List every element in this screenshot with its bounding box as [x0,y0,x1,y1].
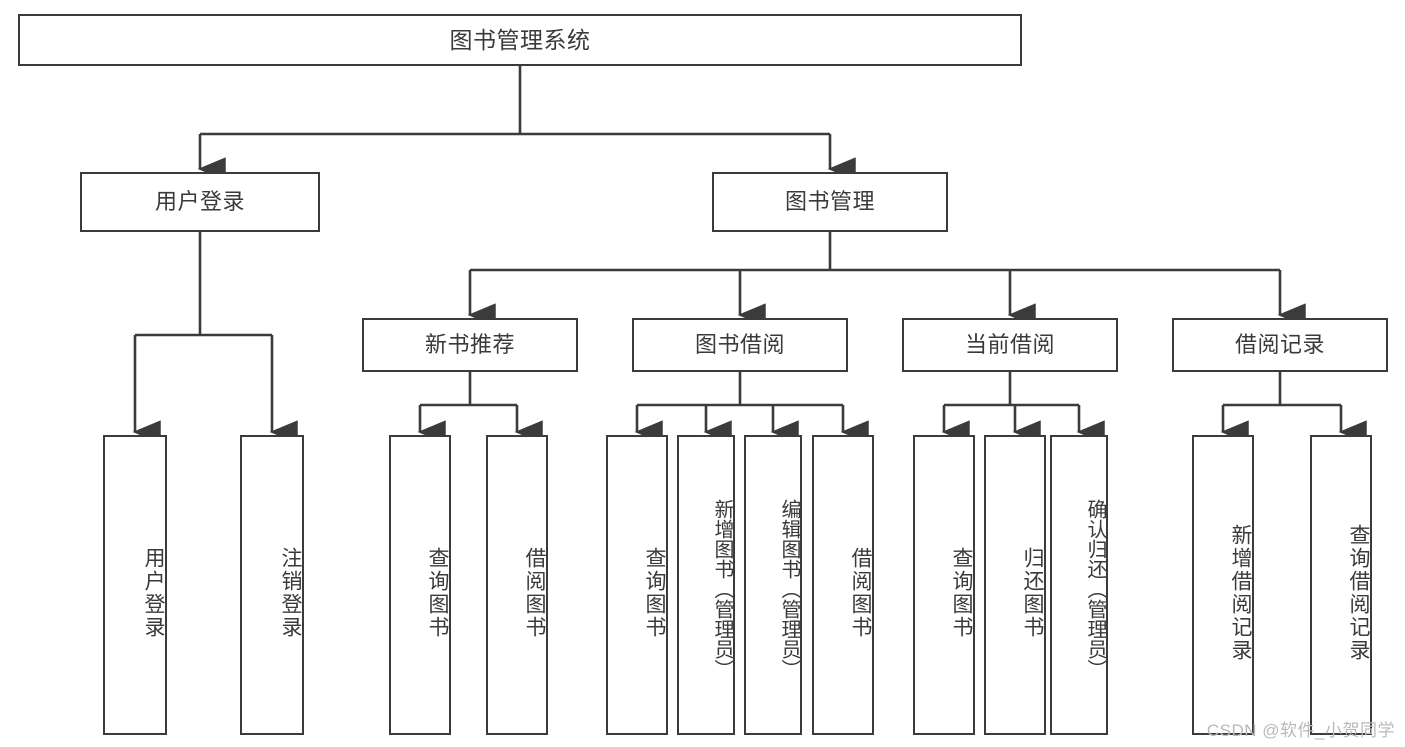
node-leaf-query-book-3-label: 查询图书 [950,547,973,639]
node-leaf-query-book-1-label: 查询图书 [426,547,449,639]
node-leaf-query-book-2[interactable]: 查询图书 [606,435,668,735]
node-leaf-borrow-book-1[interactable]: 借阅图书 [486,435,548,735]
node-leaf-query-record[interactable]: 查询借阅记录 [1310,435,1372,735]
node-root-label: 图书管理系统 [449,26,591,53]
node-borrow-record[interactable]: 借阅记录 [1172,318,1388,372]
node-leaf-query-record-label: 查询借阅记录 [1347,524,1370,662]
node-current-borrow-label: 当前借阅 [964,332,1055,358]
node-leaf-borrow-book-1-label: 借阅图书 [523,547,546,639]
node-leaf-edit-book-label: 编辑图书（管理员） [778,499,800,679]
node-leaf-add-book-label: 新增图书（管理员） [711,499,733,679]
node-book-borrow-label: 图书借阅 [694,332,785,358]
node-leaf-user-login[interactable]: 用户登录 [103,435,167,735]
node-leaf-confirm-return[interactable]: 确认归还（管理员） [1050,435,1108,735]
node-root[interactable]: 图书管理系统 [18,14,1022,66]
node-leaf-query-book-3[interactable]: 查询图书 [913,435,975,735]
node-user-login[interactable]: 用户登录 [80,172,320,232]
node-leaf-add-record-label: 新增借阅记录 [1229,524,1252,662]
node-leaf-return-book-label: 归还图书 [1021,547,1044,639]
node-leaf-add-book[interactable]: 新增图书（管理员） [677,435,735,735]
node-new-book-recommend[interactable]: 新书推荐 [362,318,578,372]
node-leaf-user-login-label: 用户登录 [142,547,165,639]
watermark-text: CSDN @软件_小贺同学 [1206,721,1395,740]
node-leaf-borrow-book-2[interactable]: 借阅图书 [812,435,874,735]
node-new-book-recommend-label: 新书推荐 [424,332,515,358]
node-user-login-label: 用户登录 [154,189,245,215]
node-leaf-logout[interactable]: 注销登录 [240,435,304,735]
node-leaf-add-record[interactable]: 新增借阅记录 [1192,435,1254,735]
node-leaf-borrow-book-2-label: 借阅图书 [849,547,872,639]
node-book-manage[interactable]: 图书管理 [712,172,948,232]
node-leaf-confirm-return-label: 确认归还（管理员） [1084,499,1106,679]
node-leaf-query-book-2-label: 查询图书 [643,547,666,639]
node-leaf-query-book-1[interactable]: 查询图书 [389,435,451,735]
node-leaf-return-book[interactable]: 归还图书 [984,435,1046,735]
node-borrow-record-label: 借阅记录 [1234,332,1325,358]
node-book-borrow[interactable]: 图书借阅 [632,318,848,372]
node-leaf-logout-label: 注销登录 [279,547,302,639]
node-leaf-edit-book[interactable]: 编辑图书（管理员） [744,435,802,735]
node-current-borrow[interactable]: 当前借阅 [902,318,1118,372]
node-book-manage-label: 图书管理 [784,189,875,215]
